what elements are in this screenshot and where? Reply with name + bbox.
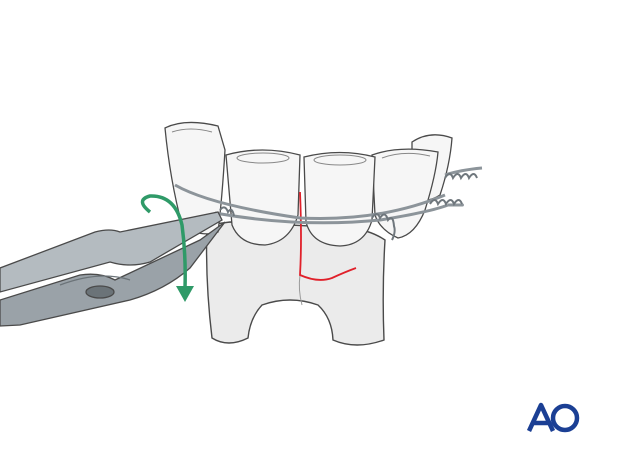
bone-crease: [298, 274, 303, 306]
fracture-line: [299, 191, 357, 281]
jaw-bone: [205, 221, 386, 346]
rotation-arrow-icon: [140, 194, 194, 302]
pliers: [0, 211, 226, 327]
tooth-right: [371, 148, 439, 239]
wire-twist-ends: [219, 173, 478, 241]
